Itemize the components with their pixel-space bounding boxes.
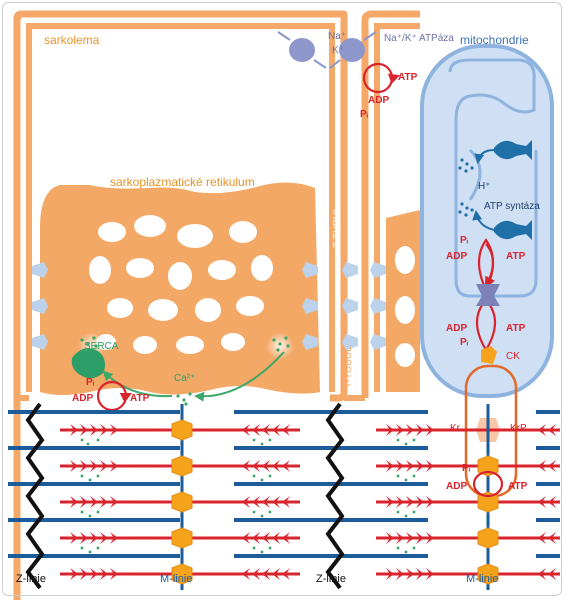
pump-atp-cycle — [362, 62, 401, 94]
label-k: K⁺ — [332, 45, 344, 56]
label-krp: KrP — [510, 423, 527, 434]
label-mito-adp-2: ADP — [446, 323, 468, 334]
label-myo-pi: Pᵢ — [462, 463, 471, 474]
label-serca: SERCA — [84, 341, 119, 352]
sarcoplasmic-reticulum — [40, 182, 420, 395]
label-mito-pi-2: Pᵢ — [460, 337, 469, 348]
adenine-translocase — [476, 284, 500, 306]
label-atp-syntaza: ATP syntáza — [484, 201, 540, 212]
label-serca-adp: ADP — [72, 393, 94, 404]
label-serca-atp: ATP — [130, 393, 150, 404]
label-pump-name: Na⁺/K⁺ ATPáza — [384, 33, 454, 44]
label-kr: Kr — [450, 423, 460, 434]
z-line — [25, 402, 345, 590]
label-sarkolema: sarkolema — [44, 33, 100, 47]
calcium-channels — [32, 262, 386, 350]
label-h-plus: H⁺ — [478, 181, 491, 192]
label-mitochondrie: mitochondrie — [460, 33, 529, 47]
ck-enzyme — [481, 346, 497, 364]
label-z-linie-1: Z-linie — [16, 573, 46, 585]
label-myo-atp: ATP — [508, 481, 528, 492]
label-serca-pi: Pᵢ — [86, 377, 95, 388]
figure-frame — [2, 2, 562, 596]
label-mito-adp-1: ADP — [446, 251, 468, 262]
label-mito-pi-1: Pᵢ — [460, 235, 469, 246]
label-pump-atp: ATP — [398, 72, 418, 83]
label-mito-atp-1: ATP — [506, 251, 526, 262]
label-t-tubul-lower: T-TUBUL — [343, 346, 354, 388]
label-ck: CK — [506, 351, 520, 362]
label-na: Na⁺ — [328, 31, 347, 42]
label-pump-pi: Pᵢ — [360, 109, 369, 120]
label-sarkoplazmaticke-retikulum: sarkoplazmatické retikulum — [110, 175, 255, 189]
na-k-pump — [277, 31, 377, 69]
label-myo-adp: ADP — [446, 481, 468, 492]
mitochondrion — [420, 44, 554, 398]
label-pump-adp: ADP — [368, 95, 390, 106]
label-m-linie-1: M-linie — [160, 573, 193, 585]
label-calcium: Ca²⁺ — [174, 373, 196, 384]
sarcolemma — [13, 10, 420, 600]
label-t-tubul-upper: T-TUBUL — [332, 206, 343, 248]
myofibril-atp-cycle — [472, 470, 504, 498]
label-mito-atp-2: ATP — [506, 323, 526, 334]
atp-synthase — [458, 140, 532, 240]
label-m-linie-2: M-linie — [466, 573, 499, 585]
label-z-linie-2: Z-linie — [316, 573, 346, 585]
serca-pump — [71, 332, 294, 406]
